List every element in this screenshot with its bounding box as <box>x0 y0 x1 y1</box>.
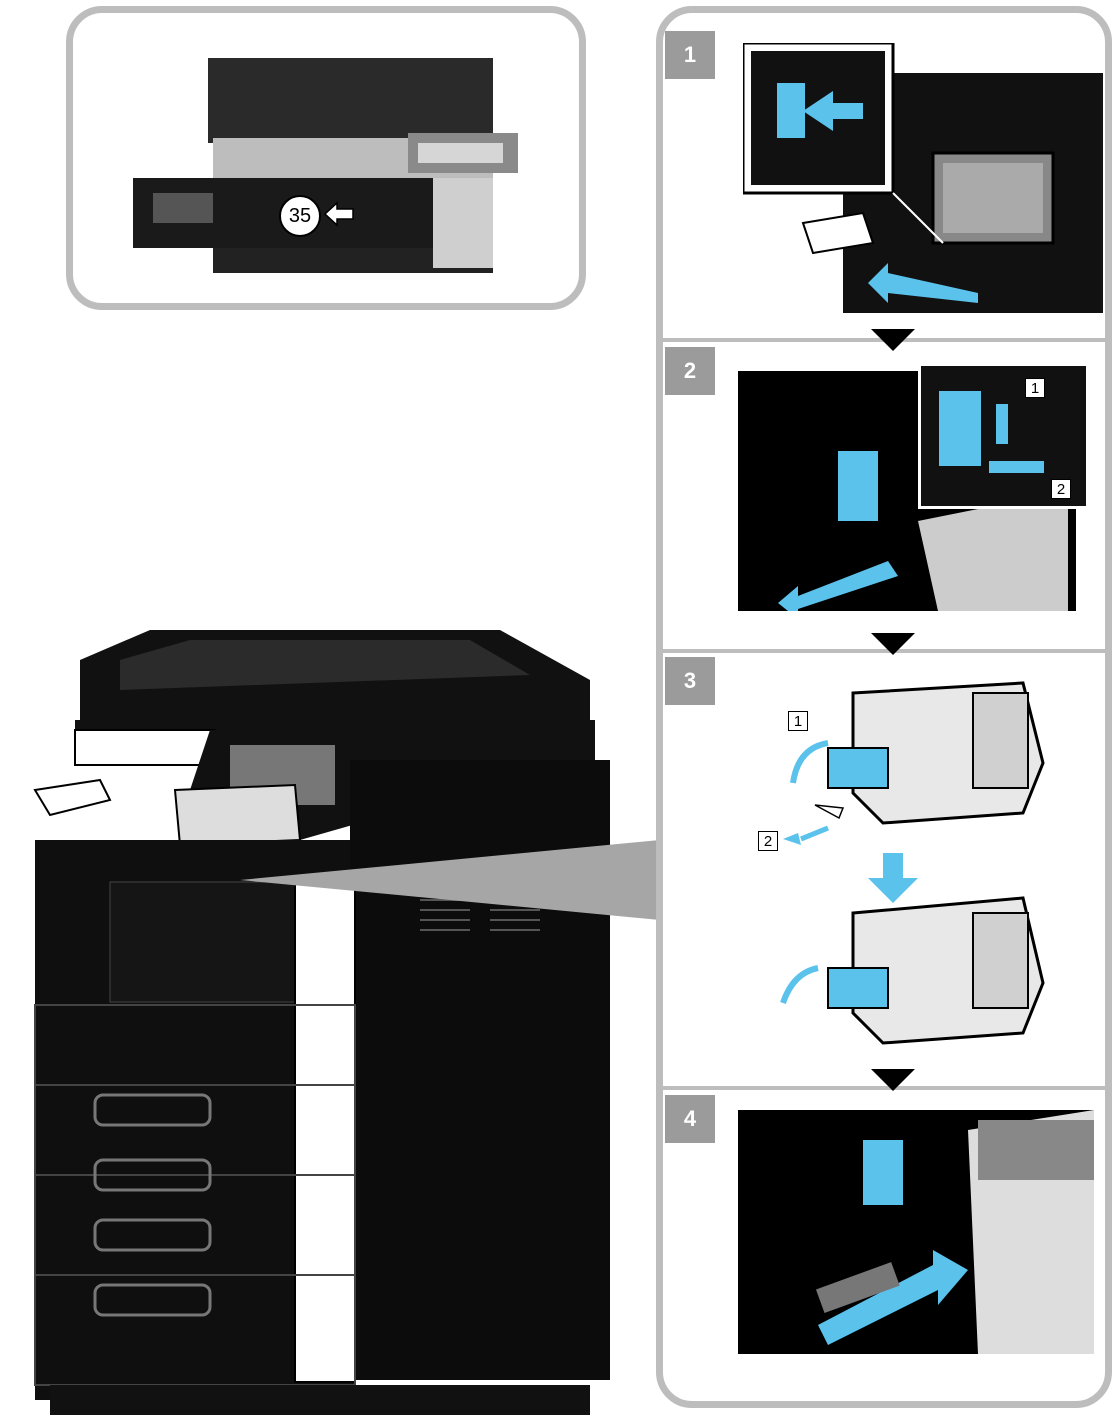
machine-illustration <box>30 620 630 1420</box>
step-4-badge: 4 <box>665 1095 715 1143</box>
step-3-illustration <box>773 673 1073 1073</box>
step-3-badge: 3 <box>665 657 715 705</box>
step-4-illustration <box>738 1110 1094 1354</box>
step-1-next-arrow <box>871 329 915 351</box>
step-2-illustration <box>738 371 1076 611</box>
step-2-marker-2: 2 <box>1051 479 1071 499</box>
step-3-marker-2: 2 <box>758 831 778 851</box>
step-1-illustration <box>743 43 1103 333</box>
location-number: 35 <box>289 205 311 228</box>
step-3-marker-1: 1 <box>788 711 808 731</box>
callout-projection <box>240 840 660 920</box>
overview-panel: 35 <box>66 6 586 310</box>
step-2-marker-1: 1 <box>1025 378 1045 398</box>
step-3-next-arrow <box>871 1069 915 1091</box>
overview-machine-illustration <box>73 13 579 303</box>
pointer-hand-icon <box>323 199 357 229</box>
step-2-next-arrow <box>871 633 915 655</box>
location-callout: 35 <box>279 195 321 237</box>
step-1-badge: 1 <box>665 31 715 79</box>
step-2-badge: 2 <box>665 347 715 395</box>
steps-panel: 1 2 1 2 3 <box>656 6 1112 1408</box>
